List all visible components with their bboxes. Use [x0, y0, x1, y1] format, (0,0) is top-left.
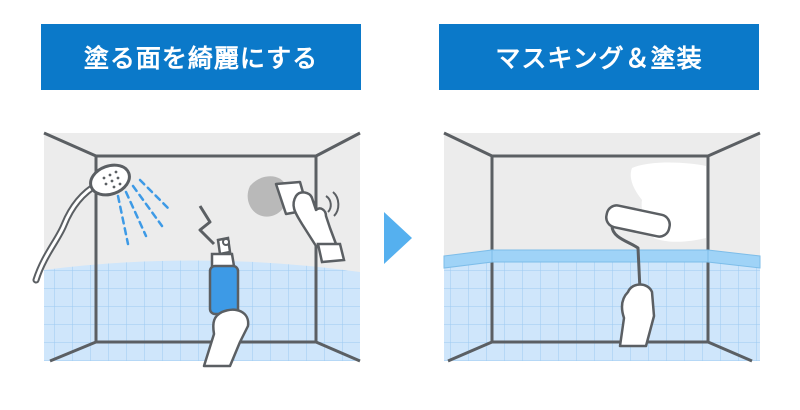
shower-head-icon [32, 163, 131, 284]
paint-roller-hand-icon [605, 204, 671, 348]
bathroom-walls-1 [43, 131, 361, 363]
cleaning-hand-icon [247, 176, 346, 264]
masking-tape-icon [443, 249, 761, 269]
next-arrow-icon [384, 212, 412, 264]
spray-bottle-hand-icon [198, 205, 250, 368]
step-2-header: マスキング＆塗装 [439, 24, 759, 90]
step-1-header: 塗る面を綺麗にする [41, 24, 361, 90]
step-1-title: 塗る面を綺麗にする [83, 44, 319, 73]
water-spray-icon [116, 178, 172, 246]
bathroom-walls-2 [443, 131, 761, 363]
step-2-title: マスキング＆塗装 [495, 44, 703, 73]
